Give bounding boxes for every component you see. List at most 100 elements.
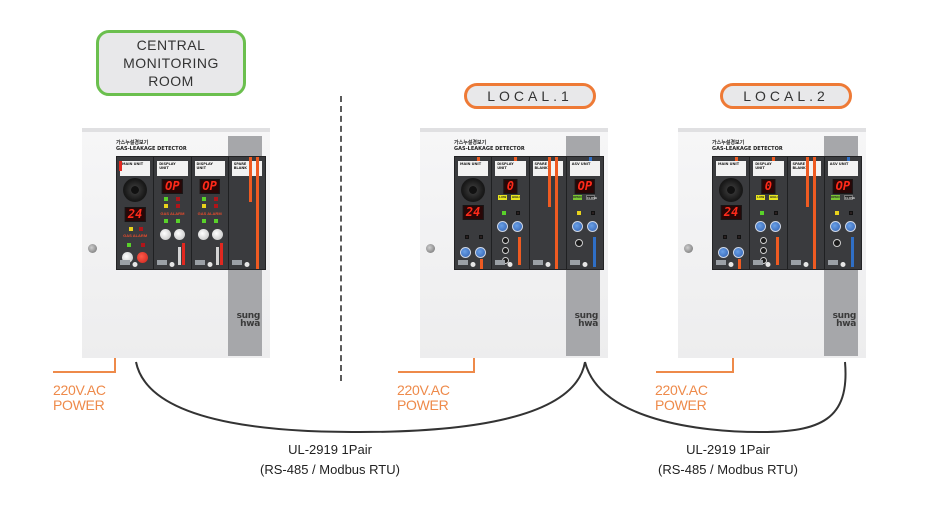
valve-button[interactable] — [571, 221, 583, 232]
screw-icon — [803, 262, 809, 267]
local-1-text: LOCAL.1 — [487, 88, 573, 104]
led-indicator — [737, 235, 741, 239]
control-button[interactable] — [502, 237, 510, 244]
cable-label-2: UL-2919 1Pair (RS-485 / Modbus RTU) — [628, 440, 828, 480]
low-indicator: LOW — [756, 195, 766, 200]
seven-segment-display: OP — [832, 179, 854, 194]
module-label: DISPLAY UNIT — [495, 161, 526, 176]
reset-button[interactable] — [122, 252, 133, 263]
module-rack: MAIN UNIT 24 DISPLAY UNIT 0 LOW HIGH — [712, 156, 862, 270]
central-cabinet: sung hwa 가스누설경보기 GAS-LEAKAGE DETECTOR MA… — [82, 128, 270, 358]
brand-line: sung — [832, 311, 857, 321]
power-lead-central — [53, 358, 116, 373]
led-indicator — [139, 227, 143, 231]
local-1-label: LOCAL.1 — [464, 83, 596, 109]
led-indicator — [590, 211, 595, 215]
reset-button[interactable] — [586, 221, 598, 232]
module-logo — [458, 260, 468, 265]
led-indicator — [164, 204, 169, 208]
brand-line: sung — [236, 311, 261, 321]
key-switch[interactable] — [832, 239, 841, 247]
led-indicator — [201, 204, 206, 208]
screw-icon — [728, 262, 734, 267]
module-logo — [790, 260, 801, 265]
module-logo — [231, 260, 242, 265]
display-unit-module: DISPLAY UNIT 0 LOW HIGH — [750, 157, 788, 269]
brand-logo: sung hwa — [230, 311, 261, 329]
led-indicator — [164, 197, 169, 201]
module-rack: MAIN UNIT 24 GAS ALARM DISPLAY UNIT OP G… — [116, 156, 266, 270]
lock-button[interactable] — [174, 229, 186, 240]
brand-line: sung — [574, 311, 599, 321]
power-lead-local1 — [398, 358, 475, 373]
brand-line: hwa — [578, 319, 598, 329]
test-button[interactable] — [460, 247, 471, 258]
gas-alarm-text: GAS ALARM — [123, 233, 148, 238]
stop-button[interactable] — [137, 252, 148, 263]
control-button[interactable] — [760, 247, 768, 254]
power-text: POWER — [397, 397, 449, 413]
screw-icon — [244, 262, 250, 267]
led-indicator — [848, 211, 853, 215]
door-knob[interactable] — [684, 244, 693, 253]
gas-alarm-text: GAS ALARM — [160, 211, 185, 216]
led-indicator — [213, 204, 218, 208]
reset-button[interactable] — [844, 221, 856, 232]
control-button[interactable] — [760, 237, 768, 244]
seven-segment-display: 0 — [503, 179, 517, 194]
cabinet-title-korean: 가스누설경보기 — [116, 140, 149, 146]
led-indicator — [502, 211, 507, 215]
local-2-label: LOCAL.2 — [720, 83, 852, 109]
door-knob[interactable] — [88, 244, 97, 253]
valve-button[interactable] — [829, 221, 841, 232]
led-indicator — [774, 211, 779, 215]
led-indicator — [465, 235, 469, 239]
buzzer-icon — [719, 178, 744, 202]
power-voltage: 220V.AC — [397, 382, 450, 398]
cable-label-1: UL-2919 1Pair (RS-485 / Modbus RTU) — [230, 440, 430, 480]
module-label: SPARE BLANK — [231, 161, 262, 176]
reset-button[interactable] — [770, 221, 782, 232]
module-label: MAIN UNIT — [120, 161, 151, 176]
close-indicator: CLOSE — [843, 195, 856, 200]
led-indicator — [479, 235, 483, 239]
module-logo — [157, 260, 168, 265]
test-button[interactable] — [718, 247, 729, 258]
power-label-central: 220V.AC POWER — [53, 383, 106, 413]
reset-button[interactable] — [475, 247, 486, 258]
led-indicator — [834, 211, 839, 215]
led-indicator — [760, 211, 765, 215]
cable-protocol: (RS-485 / Modbus RTU) — [658, 462, 798, 477]
led-indicator — [213, 197, 218, 201]
test-button[interactable] — [755, 221, 767, 232]
key-switch[interactable] — [574, 239, 583, 247]
check-button[interactable] — [197, 229, 209, 240]
room-label-line: CENTRAL — [136, 37, 206, 53]
led-indicator — [576, 211, 581, 215]
module-label: ASV UNIT — [827, 161, 858, 176]
control-button[interactable] — [502, 247, 510, 254]
lock-button[interactable] — [211, 229, 223, 240]
led-indicator — [201, 219, 206, 223]
spare-blank-module: SPARE BLANK — [788, 157, 825, 269]
screw-icon — [207, 262, 213, 267]
screw-icon — [545, 262, 551, 267]
local-1-cabinet: sung hwa 가스누설경보기 GAS-LEAKAGE DETECTOR MA… — [420, 128, 608, 358]
buzzer-icon — [461, 178, 486, 202]
test-button[interactable] — [497, 221, 509, 232]
check-button[interactable] — [160, 229, 172, 240]
room-label-line: ROOM — [148, 73, 194, 89]
seven-segment-display: 24 — [720, 205, 742, 220]
low-indicator: LOW — [498, 195, 508, 200]
led-indicator — [176, 197, 181, 201]
brand-logo: sung hwa — [568, 311, 599, 329]
reset-button[interactable] — [512, 221, 524, 232]
cabinet-title-korean: 가스누설경보기 — [712, 140, 745, 146]
screw-icon — [765, 262, 771, 267]
module-label: MAIN UNIT — [716, 161, 747, 176]
asv-unit-module: ASV UNIT OP OPEN CLOSE — [825, 157, 861, 269]
seven-segment-display: OP — [162, 179, 183, 194]
cable-local1-to-local2 — [584, 361, 847, 434]
reset-button[interactable] — [733, 247, 744, 258]
door-knob[interactable] — [426, 244, 435, 253]
